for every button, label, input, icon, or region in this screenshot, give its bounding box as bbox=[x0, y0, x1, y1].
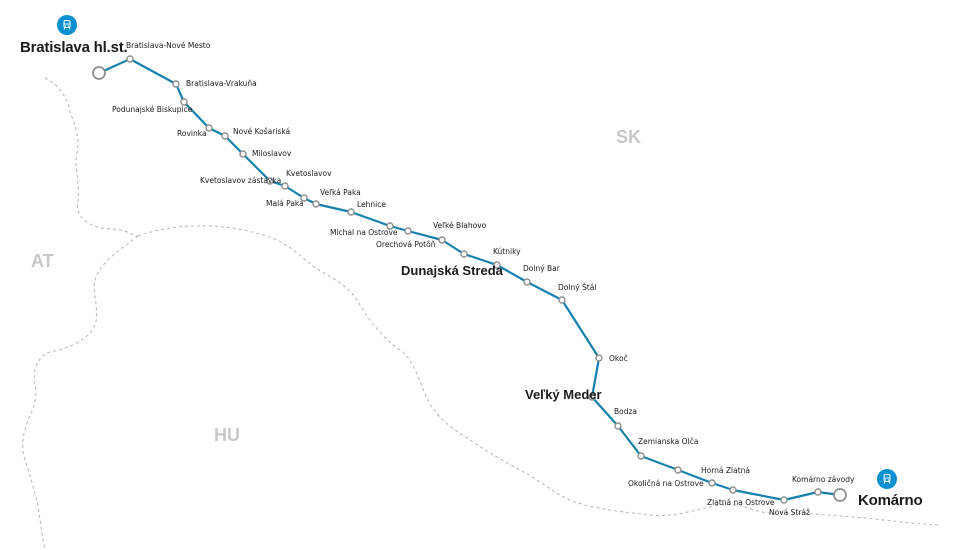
stations bbox=[92, 55, 847, 504]
border-at-hu bbox=[22, 235, 139, 550]
train-glyph bbox=[63, 20, 71, 30]
station-node[interactable] bbox=[595, 354, 603, 362]
station-node[interactable] bbox=[460, 250, 468, 258]
terminal-station-node[interactable] bbox=[92, 66, 106, 80]
station-label: Dolný Štál bbox=[558, 283, 597, 292]
train-glyph bbox=[883, 474, 891, 484]
station-node[interactable] bbox=[300, 194, 308, 202]
terminal-station-node[interactable] bbox=[833, 488, 847, 502]
station-node[interactable] bbox=[814, 488, 822, 496]
station-label: Miloslavov bbox=[252, 149, 292, 158]
station-node[interactable] bbox=[588, 393, 596, 401]
country-borders bbox=[22, 77, 941, 550]
station-label: Nové Košariská bbox=[233, 127, 291, 136]
station-label: Okoč bbox=[609, 354, 628, 363]
station-node[interactable] bbox=[729, 486, 737, 494]
station-label: Orechová Potôň bbox=[376, 240, 436, 249]
station-node[interactable] bbox=[674, 466, 682, 474]
station-node[interactable] bbox=[205, 124, 213, 132]
station-label: Dunajská Streda bbox=[401, 263, 503, 278]
country-label-at: AT bbox=[31, 251, 54, 271]
station-label: Horná Zlatná bbox=[701, 466, 751, 475]
station-label: Komárno bbox=[858, 492, 923, 509]
station-label: Bodza bbox=[614, 407, 638, 416]
station-node[interactable] bbox=[493, 261, 501, 269]
station-node[interactable] bbox=[438, 236, 446, 244]
station-label: Podunajské Biskupice bbox=[112, 105, 193, 114]
train-icon bbox=[57, 15, 77, 35]
station-label: Nová Stráž bbox=[769, 508, 810, 517]
station-node[interactable] bbox=[614, 422, 622, 430]
station-node[interactable] bbox=[637, 452, 645, 460]
station-node[interactable] bbox=[266, 177, 274, 185]
station-node[interactable] bbox=[312, 200, 320, 208]
station-node[interactable] bbox=[347, 208, 355, 216]
station-node[interactable] bbox=[708, 479, 716, 487]
station-label: Veľké Blahovo bbox=[433, 221, 487, 230]
station-node[interactable] bbox=[221, 132, 229, 140]
station-node[interactable] bbox=[523, 278, 531, 286]
station-label: Rovinka bbox=[177, 129, 207, 138]
country-label-hu: HU bbox=[214, 425, 240, 445]
station-label: Kútniky bbox=[493, 247, 521, 256]
station-node[interactable] bbox=[281, 182, 289, 190]
station-label: Lehnice bbox=[357, 200, 386, 209]
station-node[interactable] bbox=[386, 222, 394, 230]
station-label: Komárno závody bbox=[792, 475, 855, 484]
border-at-sk bbox=[44, 77, 139, 237]
station-label: Kvetoslavov bbox=[286, 169, 332, 178]
station-label: Kvetoslavov zástavka bbox=[200, 176, 282, 185]
station-node[interactable] bbox=[239, 150, 247, 158]
station-node[interactable] bbox=[180, 98, 188, 106]
station-label: Malá Paka bbox=[266, 199, 304, 208]
station-label: Veľká Paka bbox=[320, 188, 361, 197]
train-icon bbox=[877, 469, 897, 489]
station-label: Zemianska Olča bbox=[638, 437, 699, 446]
station-node[interactable] bbox=[404, 227, 412, 235]
station-label: Dolný Bar bbox=[523, 264, 560, 273]
station-node[interactable] bbox=[126, 55, 134, 63]
station-node[interactable] bbox=[780, 496, 788, 504]
station-label: Bratislava-Nové Mesto bbox=[126, 41, 211, 50]
station-label: Zlatná na Ostrove bbox=[707, 498, 775, 507]
station-label: Bratislava hl.st. bbox=[20, 39, 128, 56]
country-label-sk: SK bbox=[616, 127, 642, 147]
border-sk-hu bbox=[137, 225, 941, 526]
station-node[interactable] bbox=[172, 80, 180, 88]
station-label: Okoličná na Ostrove bbox=[628, 479, 704, 488]
station-node[interactable] bbox=[558, 296, 566, 304]
station-label: Michal na Ostrove bbox=[330, 228, 398, 237]
station-label: Bratislava-Vrakuňa bbox=[186, 79, 257, 88]
station-label: Veľký Meder bbox=[525, 387, 602, 402]
